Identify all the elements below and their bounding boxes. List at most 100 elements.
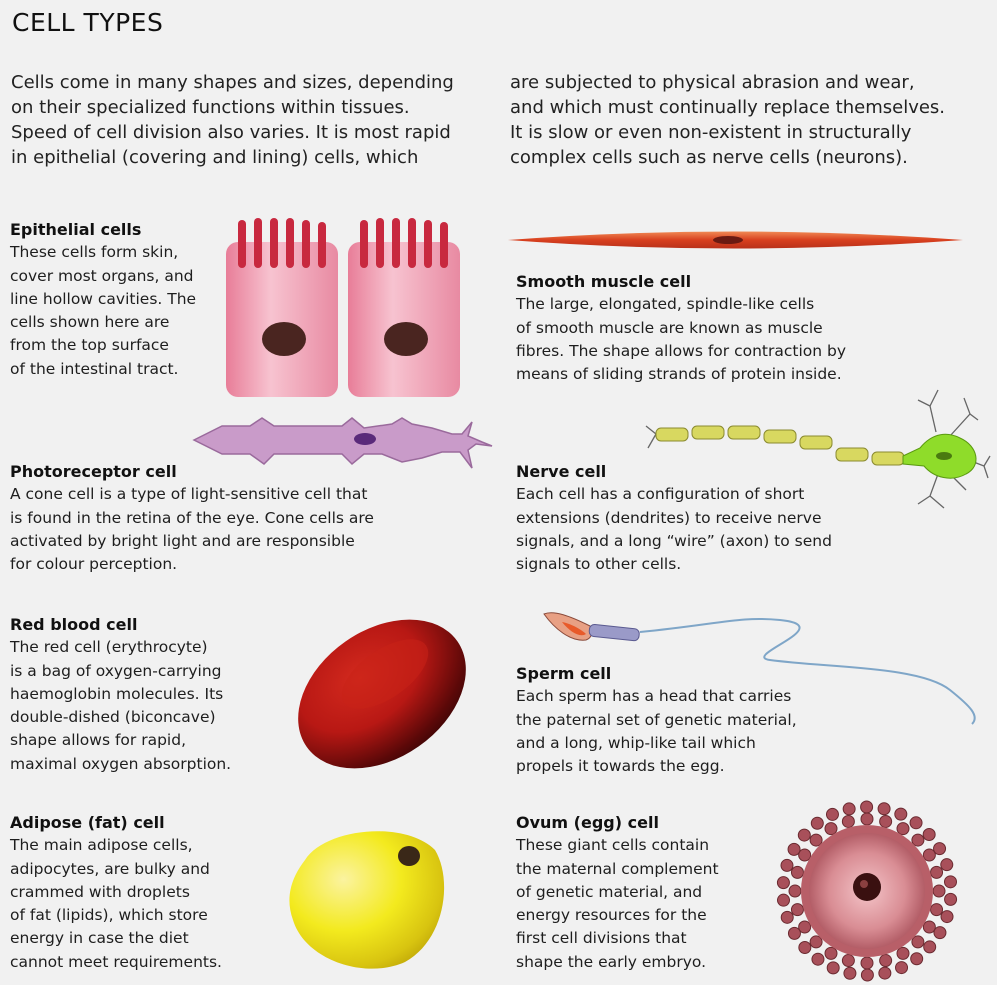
photoreceptor-illustration bbox=[192, 417, 493, 469]
corona-cell bbox=[842, 802, 856, 816]
sperm-section: Sperm cell Each sperm has a head that ca… bbox=[516, 662, 797, 778]
section-line: line hollow cavities. The bbox=[10, 289, 197, 308]
section-heading: Ovum (egg) cell bbox=[516, 813, 659, 832]
corona-cell bbox=[933, 842, 947, 856]
section-line: energy in case the diet bbox=[10, 929, 189, 948]
section-line: activated by bright light and are respon… bbox=[10, 531, 355, 550]
corona-cell bbox=[777, 893, 791, 907]
section-line: These giant cells contain bbox=[516, 836, 710, 855]
corona-cell bbox=[911, 833, 925, 847]
corona-cell bbox=[780, 858, 794, 872]
corona-cell bbox=[930, 903, 944, 917]
section-line: The red cell (erythrocyte) bbox=[10, 638, 208, 657]
intro-line: Cells come in many shapes and sizes, dep… bbox=[11, 72, 454, 93]
section-line: extensions (dendrites) to receive nerve bbox=[516, 508, 822, 527]
section-heading: Epithelial cells bbox=[10, 220, 142, 239]
corona-cell bbox=[896, 946, 910, 960]
section-line: Each sperm has a head that carries bbox=[516, 687, 792, 706]
section-line: and a long, whip-like tail which bbox=[516, 733, 756, 752]
corona-cell bbox=[811, 952, 825, 966]
section-line: first cell divisions that bbox=[516, 929, 687, 948]
section-heading: Sperm cell bbox=[516, 664, 612, 683]
corona-cell bbox=[810, 816, 824, 830]
nerve-section: Nerve cell Each cell has a configuration… bbox=[516, 460, 832, 576]
corona-cell bbox=[922, 848, 936, 862]
corona-cell bbox=[780, 910, 794, 924]
corona-cell bbox=[841, 814, 855, 828]
section-line: maximal oxygen absorption. bbox=[10, 754, 232, 773]
section-line: of smooth muscle are known as muscle bbox=[516, 318, 823, 337]
smooth-muscle-illustration bbox=[508, 231, 963, 249]
epithelial-cell-right bbox=[348, 218, 460, 397]
epithelial-cell-left bbox=[226, 218, 338, 397]
intro-line: It is slow or even non-existent in struc… bbox=[510, 122, 912, 143]
intro-left: Cells come in many shapes and sizes, dep… bbox=[11, 70, 454, 170]
corona-cell bbox=[932, 884, 946, 898]
intro-line: are subjected to physical abrasion and w… bbox=[510, 72, 915, 93]
corona-cell bbox=[940, 910, 954, 924]
corona-cell bbox=[809, 833, 823, 847]
intro-line: on their specialized functions within ti… bbox=[11, 97, 410, 118]
corona-cell bbox=[787, 926, 801, 940]
section-line: of genetic material, and bbox=[516, 882, 703, 901]
corona-cell bbox=[933, 926, 947, 940]
corona-cell bbox=[878, 966, 892, 980]
intro-right: are subjected to physical abrasion and w… bbox=[510, 70, 945, 170]
smooth-muscle-section: Smooth muscle cell The large, elongated,… bbox=[516, 270, 846, 386]
photoreceptor-section: Photoreceptor cell A cone cell is a type… bbox=[10, 460, 374, 576]
section-line: double-dished (biconcave) bbox=[10, 708, 216, 727]
section-line: cover most organs, and bbox=[10, 266, 194, 285]
corona-cell bbox=[798, 848, 812, 862]
corona-cell bbox=[940, 858, 954, 872]
corona-cell bbox=[879, 954, 893, 968]
section-line: for colour perception. bbox=[10, 555, 178, 574]
corona-cell bbox=[895, 961, 909, 975]
section-heading: Smooth muscle cell bbox=[516, 272, 692, 291]
corona-cell bbox=[809, 935, 823, 949]
corona-cell bbox=[860, 800, 874, 814]
corona-cell bbox=[860, 812, 874, 826]
corona-cell bbox=[909, 816, 923, 830]
corona-cell bbox=[788, 884, 802, 898]
section-line: of the intestinal tract. bbox=[10, 359, 179, 378]
section-line: is a bag of oxygen-carrying bbox=[10, 661, 222, 680]
section-line: the paternal set of genetic material, bbox=[516, 710, 797, 729]
section-line: fibres. The shape allows for contraction… bbox=[516, 341, 846, 360]
intro-line: Speed of cell division also varies. It i… bbox=[11, 122, 451, 143]
intro-line: and which must continually replace thems… bbox=[510, 97, 946, 118]
corona-cell bbox=[894, 807, 908, 821]
intro-line: in epithelial (covering and lining) cell… bbox=[11, 147, 419, 168]
corona-cell bbox=[798, 920, 812, 934]
nerve-cell-illustration bbox=[645, 389, 991, 509]
section-heading: Red blood cell bbox=[10, 615, 138, 634]
adipose-cell-illustration bbox=[289, 831, 445, 969]
section-line: cannot meet requirements. bbox=[10, 952, 222, 971]
corona-cell bbox=[911, 935, 925, 949]
corona-cell bbox=[922, 920, 936, 934]
section-line: signals to other cells. bbox=[516, 555, 682, 574]
corona-cell bbox=[843, 966, 857, 980]
corona-cell bbox=[860, 968, 874, 982]
section-line: energy resources for the bbox=[516, 906, 707, 925]
section-line: is found in the retina of the eye. Cone … bbox=[10, 508, 374, 527]
section-line: from the top surface bbox=[10, 336, 169, 355]
section-line: crammed with droplets bbox=[10, 882, 190, 901]
section-line: propels it towards the egg. bbox=[516, 757, 725, 776]
section-line: cells shown here are bbox=[10, 313, 170, 332]
corona-cell bbox=[943, 875, 957, 889]
corona-cell bbox=[877, 802, 891, 816]
corona-cell bbox=[923, 940, 937, 954]
corona-cell bbox=[797, 828, 811, 842]
section-heading: Adipose (fat) cell bbox=[10, 813, 165, 832]
intro-line: complex cells such as nerve cells (neuro… bbox=[510, 147, 908, 168]
section-line: shape the early embryo. bbox=[516, 952, 707, 971]
corona-cell bbox=[798, 941, 812, 955]
epithelial-cells-illustration bbox=[226, 218, 460, 397]
section-line: These cells form skin, bbox=[10, 243, 179, 262]
corona-cell bbox=[922, 827, 936, 841]
corona-cell bbox=[860, 956, 874, 970]
corona-cell bbox=[824, 822, 838, 836]
section-line: Each cell has a configuration of short bbox=[516, 485, 805, 504]
corona-cell bbox=[841, 954, 855, 968]
epithelial-section: Epithelial cells These cells form skin, … bbox=[10, 218, 196, 381]
